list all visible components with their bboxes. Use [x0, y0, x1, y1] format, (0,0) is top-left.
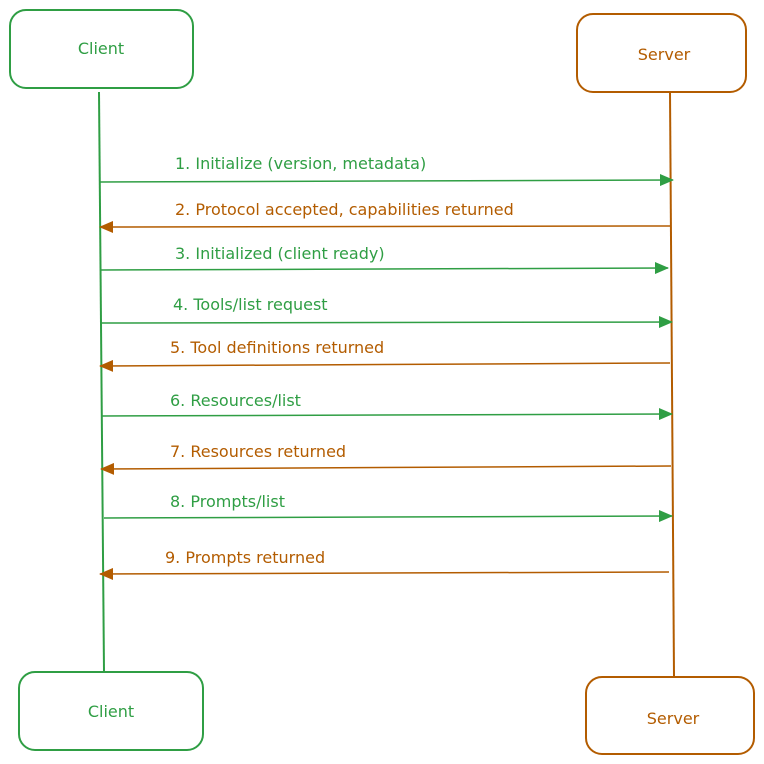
server-top-box: Server [576, 13, 747, 93]
message-7: 7. Resources returned [100, 442, 672, 475]
client-top-box: Client [9, 9, 194, 89]
message-label: 6. Resources/list [170, 391, 301, 410]
client-top-label: Client [78, 39, 124, 58]
client-bottom-label: Client [88, 702, 134, 721]
message-label: 5. Tool definitions returned [170, 338, 384, 357]
message-4: 4. Tools/list request [100, 295, 673, 329]
message-2: 2. Protocol accepted, capabilities retur… [99, 200, 671, 233]
message-5: 5. Tool definitions returned [99, 338, 671, 372]
client-bottom-box: Client [18, 671, 204, 751]
message-label: 1. Initialize (version, metadata) [175, 154, 426, 173]
message-label: 7. Resources returned [170, 442, 346, 461]
message-label: 4. Tools/list request [173, 295, 328, 314]
message-6: 6. Resources/list [101, 391, 673, 421]
message-label: 9. Prompts returned [165, 548, 325, 567]
server-bottom-label: Server [647, 709, 700, 728]
server-bottom-box: Server [585, 676, 755, 755]
message-9: 9. Prompts returned [99, 548, 670, 580]
message-8: 8. Prompts/list [103, 492, 673, 523]
message-1: 1. Initialize (version, metadata) [99, 154, 674, 187]
message-label: 8. Prompts/list [170, 492, 285, 511]
message-label: 3. Initialized (client ready) [175, 244, 385, 263]
message-label: 2. Protocol accepted, capabilities retur… [175, 200, 514, 219]
server-top-label: Server [638, 45, 691, 64]
client-lifeline [98, 91, 105, 673]
message-3: 3. Initialized (client ready) [100, 244, 669, 275]
server-lifeline [669, 91, 675, 678]
